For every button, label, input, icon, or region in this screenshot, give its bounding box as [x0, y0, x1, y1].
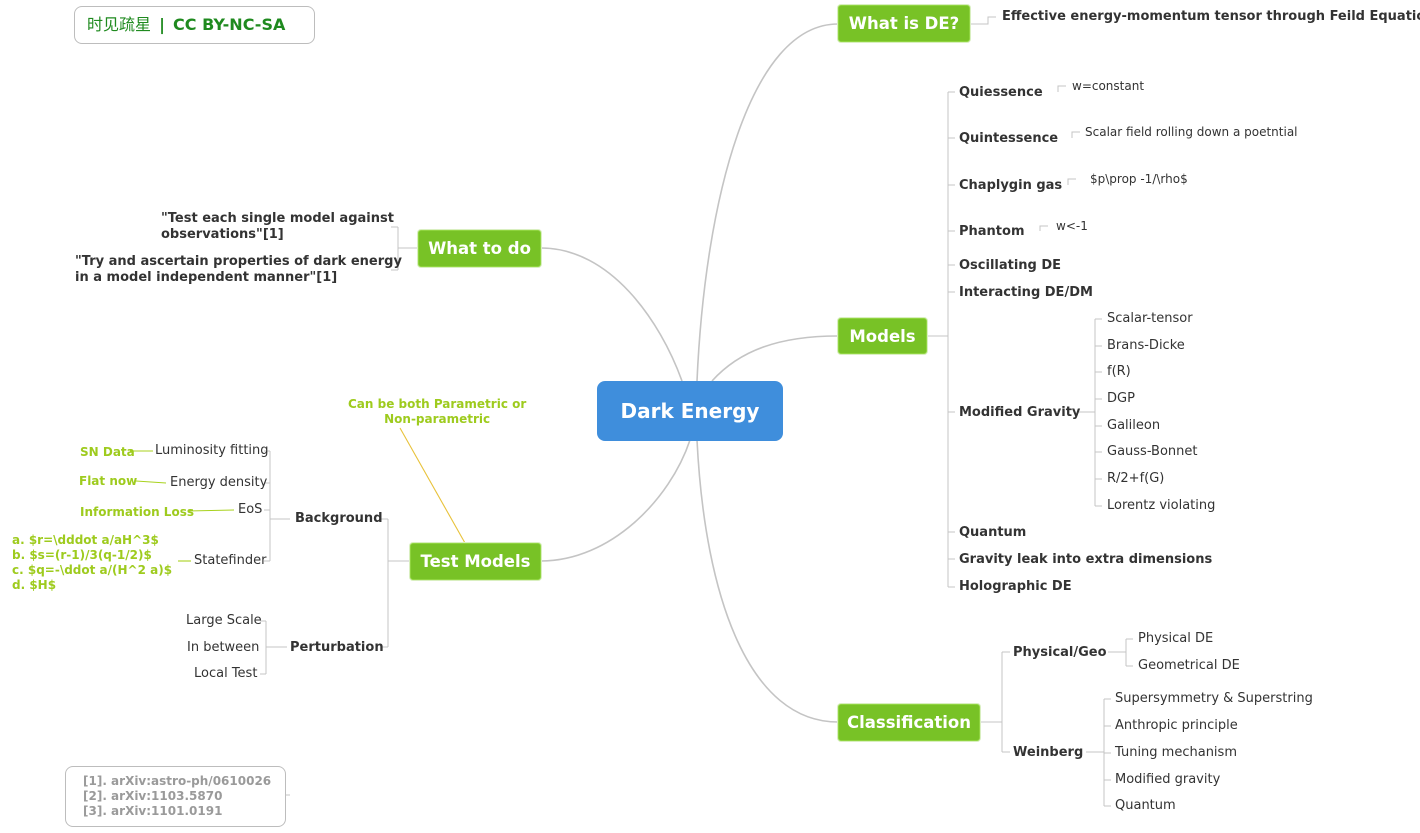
model-chaplygin-gas[interactable]: Chaplygin gas: [959, 178, 1063, 193]
weinberg-item[interactable]: Quantum: [1115, 798, 1176, 813]
references-box: [1]. arXiv:astro-ph/0610026 [2]. arXiv:1…: [65, 766, 286, 827]
what-to-do-item-1-line2: observations"[1]: [161, 227, 284, 242]
model-oscillating-de[interactable]: Oscillating DE: [959, 258, 1062, 273]
perturbation-item[interactable]: Local Test: [194, 666, 258, 681]
callout-line2: Non-parametric: [384, 412, 491, 426]
topic-what-to-do[interactable]: What to do: [418, 230, 541, 267]
topic-models[interactable]: Models: [838, 318, 927, 354]
statefinder-note: b. $s=(r-1)/3(q-1/2)$: [12, 548, 152, 562]
model-phantom[interactable]: Phantom: [959, 224, 1025, 239]
background-statefinder[interactable]: Statefinder: [194, 553, 267, 568]
model-quantum[interactable]: Quantum: [959, 525, 1027, 540]
model-quintessence-note: Scalar field rolling down a poetntial: [1085, 125, 1298, 139]
note-flat-now: Flat now: [79, 474, 138, 488]
topic-classification[interactable]: Classification: [838, 704, 980, 741]
model-phantom-note: w<-1: [1056, 219, 1088, 233]
note-information-loss: Information Loss: [80, 505, 194, 519]
what-to-do-item-2-line1: "Try and ascertain properties of dark en…: [75, 254, 402, 269]
model-interacting-de-dm[interactable]: Interacting DE/DM: [959, 285, 1093, 300]
physical-geo-item[interactable]: Physical DE: [1138, 631, 1214, 646]
watermark-license: CC BY-NC-SA: [173, 15, 286, 34]
what-to-do-item-2[interactable]: "Try and ascertain properties of dark en…: [75, 254, 402, 286]
statefinder-note: d. $H$: [12, 578, 57, 592]
watermark-text: 时见疏星 | CC BY-NC-SA: [87, 16, 285, 34]
modified-gravity-item[interactable]: Scalar-tensor: [1107, 311, 1193, 326]
note-sn-data: SN Data: [80, 445, 135, 459]
watermark-separator: |: [159, 15, 165, 34]
modified-gravity-item[interactable]: Lorentz violating: [1107, 498, 1216, 513]
background-luminosity-fitting[interactable]: Luminosity fitting: [155, 443, 269, 458]
reference-item[interactable]: [2]. arXiv:1103.5870: [83, 789, 223, 803]
perturbation-item[interactable]: Large Scale: [186, 613, 262, 628]
weinberg-item[interactable]: Supersymmetry & Superstring: [1115, 691, 1313, 706]
reference-item[interactable]: [3]. arXiv:1101.0191: [83, 804, 223, 818]
what-to-do-item-1[interactable]: "Test each single model against observat…: [161, 211, 394, 243]
classification-weinberg[interactable]: Weinberg: [1013, 745, 1084, 760]
perturbation-item[interactable]: In between: [187, 640, 260, 655]
model-holographic-de[interactable]: Holographic DE: [959, 579, 1072, 594]
modified-gravity-item[interactable]: R/2+f(G): [1107, 471, 1165, 486]
classification-physical-geo[interactable]: Physical/Geo: [1013, 645, 1107, 660]
test-models-callout: Can be both Parametric or Non-parametric: [348, 397, 526, 427]
background-eos[interactable]: EoS: [238, 502, 263, 517]
weinberg-item[interactable]: Modified gravity: [1115, 772, 1221, 787]
reference-item[interactable]: [1]. arXiv:astro-ph/0610026: [83, 774, 272, 788]
what-is-de-detail: Effective energy-momentum tensor through…: [1002, 9, 1420, 24]
modified-gravity-item[interactable]: Brans-Dicke: [1107, 338, 1185, 353]
modified-gravity-item[interactable]: Galileon: [1107, 418, 1161, 433]
modified-gravity-item[interactable]: DGP: [1107, 391, 1135, 406]
physical-geo-item[interactable]: Geometrical DE: [1138, 658, 1240, 673]
callout-line1: Can be both Parametric or: [348, 397, 527, 411]
model-quiessence-note: w=constant: [1072, 79, 1145, 93]
model-quiessence[interactable]: Quiessence: [959, 85, 1043, 100]
statefinder-notes: a. $r=\dddot a/aH^3$ b. $s=(r-1)/3(q-1/2…: [12, 533, 172, 593]
modified-gravity-item[interactable]: f(R): [1107, 364, 1131, 379]
model-modified-gravity[interactable]: Modified Gravity: [959, 405, 1081, 420]
central-topic[interactable]: Dark Energy: [597, 381, 783, 441]
modified-gravity-item[interactable]: Gauss-Bonnet: [1107, 444, 1198, 459]
topic-what-is-de[interactable]: What is DE?: [838, 5, 970, 42]
what-to-do-item-2-line2: in a model independent manner"[1]: [75, 270, 338, 285]
background-energy-density[interactable]: Energy density: [170, 475, 268, 490]
model-gravity-leak[interactable]: Gravity leak into extra dimensions: [959, 552, 1213, 567]
test-perturbation[interactable]: Perturbation: [290, 640, 384, 655]
test-background[interactable]: Background: [295, 511, 383, 526]
weinberg-item[interactable]: Tuning mechanism: [1115, 745, 1237, 760]
what-to-do-item-1-line1: "Test each single model against: [161, 211, 394, 226]
topic-test-models[interactable]: Test Models: [410, 543, 541, 580]
weinberg-item[interactable]: Anthropic principle: [1115, 718, 1238, 733]
statefinder-note: c. $q=-\ddot a/(H^2 a)$: [12, 563, 173, 577]
model-quintessence[interactable]: Quintessence: [959, 131, 1059, 146]
reference-list: [1]. arXiv:astro-ph/0610026 [2]. arXiv:1…: [83, 774, 271, 819]
statefinder-note: a. $r=\dddot a/aH^3$: [12, 533, 159, 547]
model-chaplygin-gas-note: $p\prop -1/\rho$: [1090, 172, 1188, 186]
watermark-box: 时见疏星 | CC BY-NC-SA: [74, 6, 315, 44]
watermark-chinese: 时见疏星: [87, 15, 152, 34]
